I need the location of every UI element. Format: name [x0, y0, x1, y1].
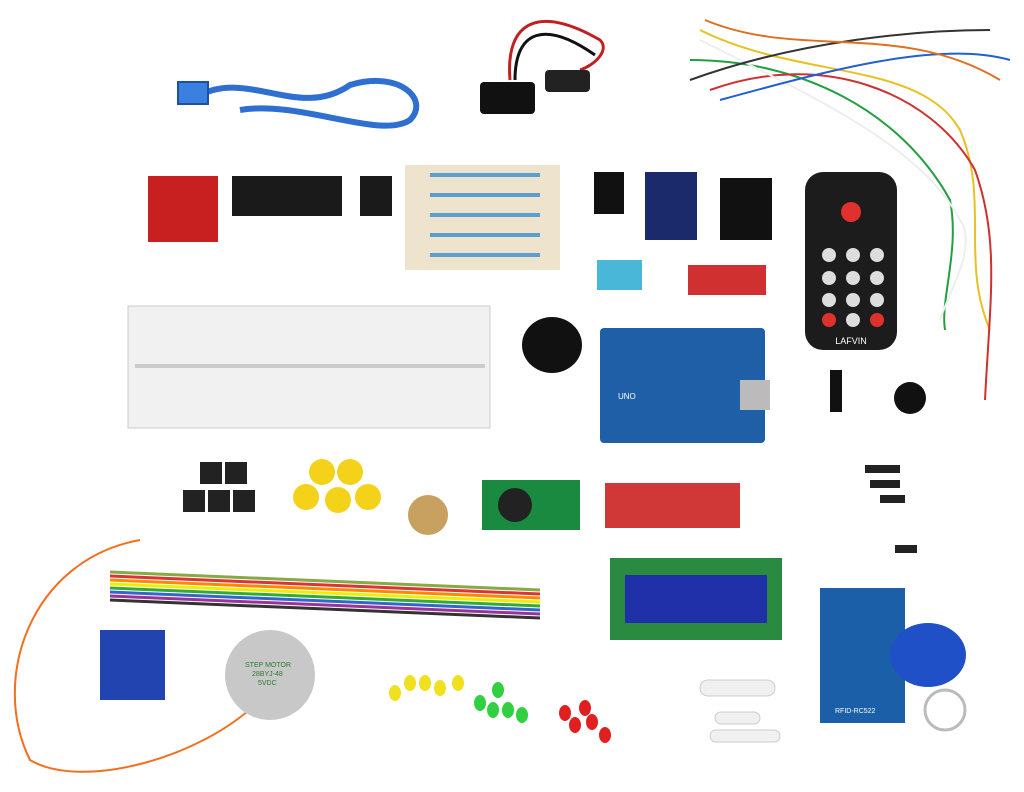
led-matrix — [148, 176, 218, 242]
rfid-label-text: RFID-RC522 — [835, 708, 876, 715]
board-label-text: UNO — [618, 392, 636, 401]
rgb-module — [594, 172, 624, 214]
button-caps — [293, 459, 381, 513]
single-digit-display — [360, 176, 392, 216]
stepper-wires — [13, 539, 261, 773]
push-buttons — [183, 462, 255, 512]
stepper-voltage-text: 5VDC — [258, 680, 277, 687]
stepper-model-text: 28BYJ-48 — [252, 671, 283, 678]
servo-horns — [699, 679, 781, 743]
four-digit-display — [232, 176, 342, 216]
small-components — [865, 465, 917, 553]
resistor-strip — [405, 165, 560, 270]
stepper-motor — [225, 630, 315, 720]
ribbon-cable — [109, 570, 541, 620]
rfid-tag — [890, 623, 966, 687]
uno-board — [600, 328, 765, 443]
pin-header — [830, 370, 842, 412]
joystick-module — [720, 178, 772, 240]
dht-sensor — [597, 260, 642, 290]
leds — [389, 675, 611, 743]
buzzer — [894, 382, 926, 414]
servo-motor — [100, 630, 165, 700]
battery-clip — [480, 20, 605, 114]
stepper-label-text: STEP MOTOR — [245, 662, 292, 669]
joystick-cap — [522, 317, 582, 373]
ir-remote — [805, 172, 897, 350]
potentiometer — [408, 495, 448, 535]
remote-brand-text: LAFVIN — [835, 336, 867, 346]
usb-cable — [177, 77, 420, 129]
relay-module — [645, 172, 697, 240]
sound-sensor — [688, 265, 766, 295]
water-sensor — [605, 483, 740, 528]
jumper-wires — [689, 19, 1011, 401]
